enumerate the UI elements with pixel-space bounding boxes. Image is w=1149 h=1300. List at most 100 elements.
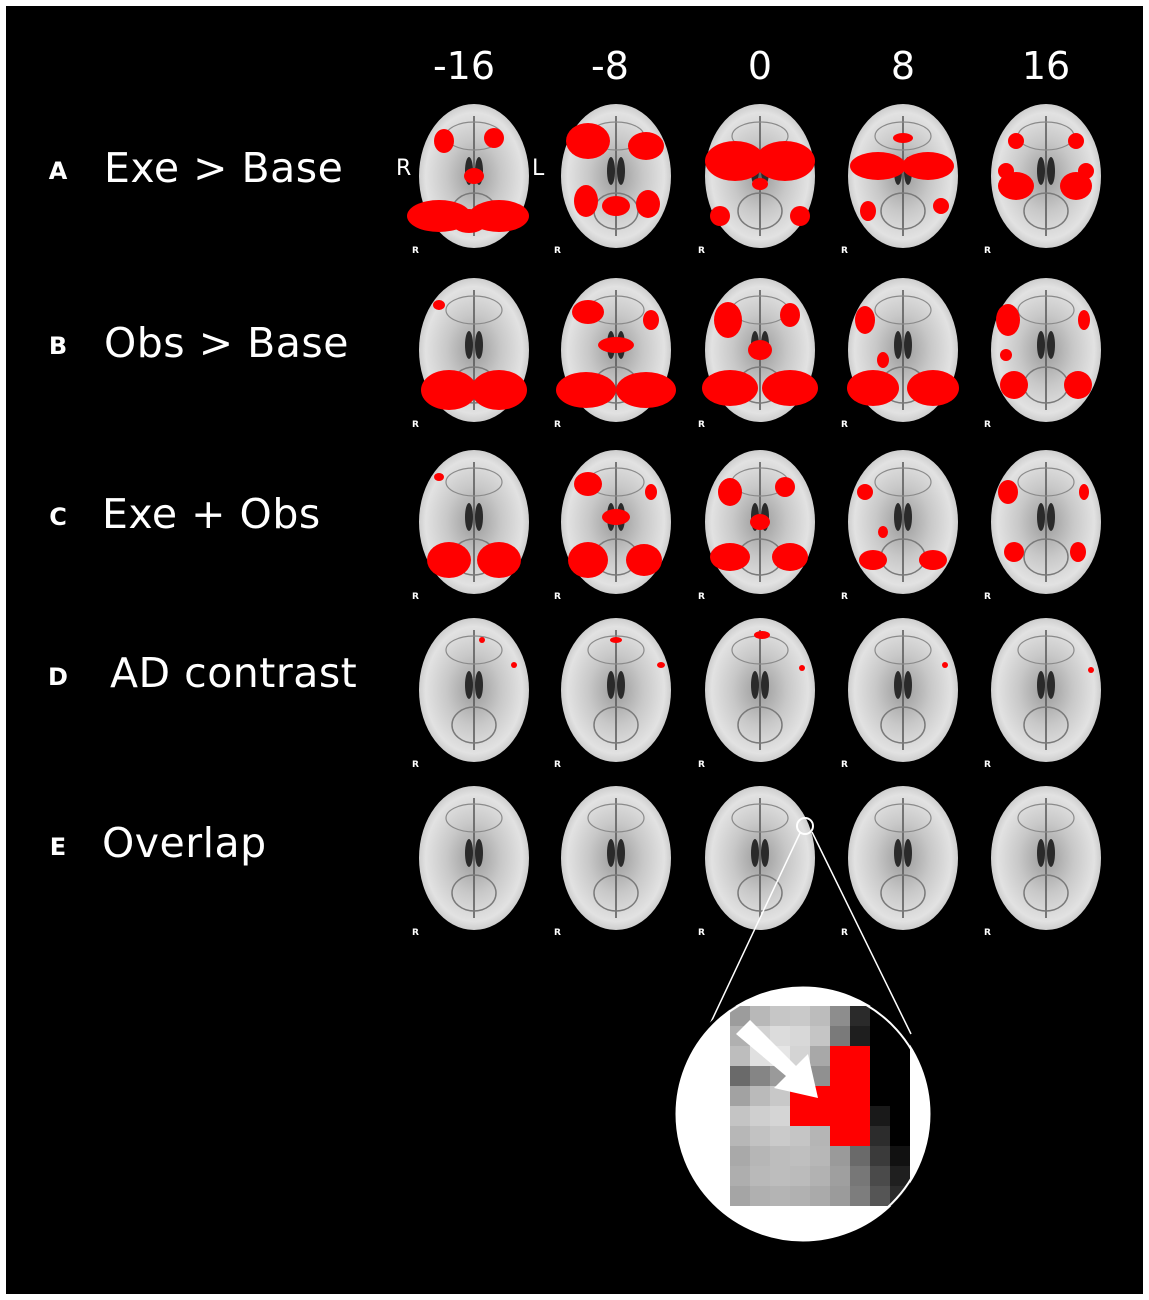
activation-blob xyxy=(434,129,454,153)
activation-blob xyxy=(1078,163,1094,179)
activation-blob xyxy=(799,665,805,671)
activation-blob xyxy=(643,310,659,330)
brain-slice xyxy=(705,450,815,594)
activation-blob xyxy=(511,662,517,668)
activation-blob xyxy=(602,196,630,216)
slice-marker: R xyxy=(984,246,991,256)
row-letter-c: C xyxy=(49,503,67,531)
activation-blob xyxy=(626,544,662,576)
brain-slice xyxy=(705,618,815,762)
arrow-icon xyxy=(736,1020,818,1098)
activation-blob xyxy=(762,370,818,406)
row-label-obs-base: Obs > Base xyxy=(104,319,349,367)
activation-blob xyxy=(998,163,1014,179)
row-letter-e: E xyxy=(49,833,67,861)
brain-slice xyxy=(705,104,815,248)
brain-slice xyxy=(848,618,958,762)
activation-blob xyxy=(1000,371,1028,399)
slice-marker: R xyxy=(841,928,848,938)
brain-slice xyxy=(419,618,529,762)
activation-blob xyxy=(1004,542,1024,562)
slice-marker: R xyxy=(698,928,705,938)
slice-marker: R xyxy=(412,928,419,938)
activation-blob xyxy=(850,152,906,180)
activation-blob xyxy=(907,370,959,406)
slice-marker: R xyxy=(841,760,848,770)
activation-blob xyxy=(919,550,947,570)
slice-marker: R xyxy=(698,420,705,430)
activation-blob xyxy=(857,484,873,500)
activation-blob xyxy=(942,662,948,668)
figure-panel: -16 -8 0 8 16 A B C D E Exe > Base Obs >… xyxy=(6,6,1143,1294)
row-label-exe-base: Exe > Base xyxy=(104,144,344,192)
brain-slice-grid xyxy=(407,104,1101,1245)
brain-slice xyxy=(848,786,958,930)
brain-slice xyxy=(991,786,1101,930)
zoom-line-right xyxy=(811,831,912,1035)
row-letter-d: D xyxy=(48,663,68,691)
brain-slice xyxy=(991,278,1101,422)
activation-blob xyxy=(847,370,899,406)
activation-blob xyxy=(859,550,887,570)
slice-label-16: 16 xyxy=(1021,44,1071,88)
activation-blob xyxy=(710,543,750,571)
slice-marker: R xyxy=(841,246,848,256)
activation-blob xyxy=(636,190,660,218)
zoom-origin-circle xyxy=(796,817,814,835)
activation-blob xyxy=(878,526,888,538)
slice-marker: R xyxy=(412,246,419,256)
activation-blob xyxy=(860,201,876,221)
activation-blob xyxy=(1060,172,1092,200)
slice-marker: R xyxy=(554,592,561,602)
slice-marker: R xyxy=(554,760,561,770)
activation-blob xyxy=(556,372,616,408)
slice-label-neg8: -8 xyxy=(591,44,629,88)
row-label-exe-obs: Exe + Obs xyxy=(102,490,321,538)
activation-blob xyxy=(996,304,1020,336)
activation-blob xyxy=(902,152,954,180)
slice-marker: R xyxy=(698,592,705,602)
activation-blob xyxy=(610,637,622,643)
activation-blob xyxy=(628,132,664,160)
activation-blob xyxy=(772,543,808,571)
slice-marker: R xyxy=(554,246,561,256)
activation-blob xyxy=(748,340,772,360)
brain-slice xyxy=(556,278,676,422)
activation-blob xyxy=(1070,542,1086,562)
brain-slice xyxy=(419,278,529,422)
activation-blob xyxy=(893,133,913,143)
brain-slice xyxy=(561,786,671,930)
activation-blob xyxy=(479,637,485,643)
zoom-callout xyxy=(672,817,934,1245)
activation-blob xyxy=(1068,133,1084,149)
slice-marker: R xyxy=(412,420,419,430)
brain-slice xyxy=(561,104,671,248)
slice-marker: R xyxy=(412,592,419,602)
brain-slice xyxy=(847,278,959,422)
brain-slice xyxy=(702,278,818,422)
activation-blob xyxy=(471,370,527,410)
zoom-lens-border xyxy=(672,983,934,1245)
activation-blob xyxy=(433,300,445,310)
brain-slice xyxy=(419,786,529,930)
brain-slice xyxy=(991,104,1101,248)
slice-marker: R xyxy=(841,592,848,602)
slice-marker: R xyxy=(412,760,419,770)
brain-slice xyxy=(848,450,958,594)
slice-marker: R xyxy=(554,928,561,938)
activation-blob xyxy=(714,302,742,338)
activation-blob xyxy=(484,128,504,148)
brain-slice xyxy=(705,786,815,930)
activation-blob xyxy=(574,185,598,217)
activation-blob xyxy=(1088,667,1094,673)
activation-blob xyxy=(477,542,521,578)
slice-marker: R xyxy=(841,420,848,430)
activation-blob xyxy=(702,370,758,406)
activation-blob xyxy=(933,198,949,214)
brain-slice xyxy=(561,618,671,762)
activation-blob xyxy=(657,662,665,668)
slice-marker: R xyxy=(984,760,991,770)
orientation-right-label: R xyxy=(396,156,412,181)
activation-blob xyxy=(602,509,630,525)
activation-blob xyxy=(464,168,484,184)
